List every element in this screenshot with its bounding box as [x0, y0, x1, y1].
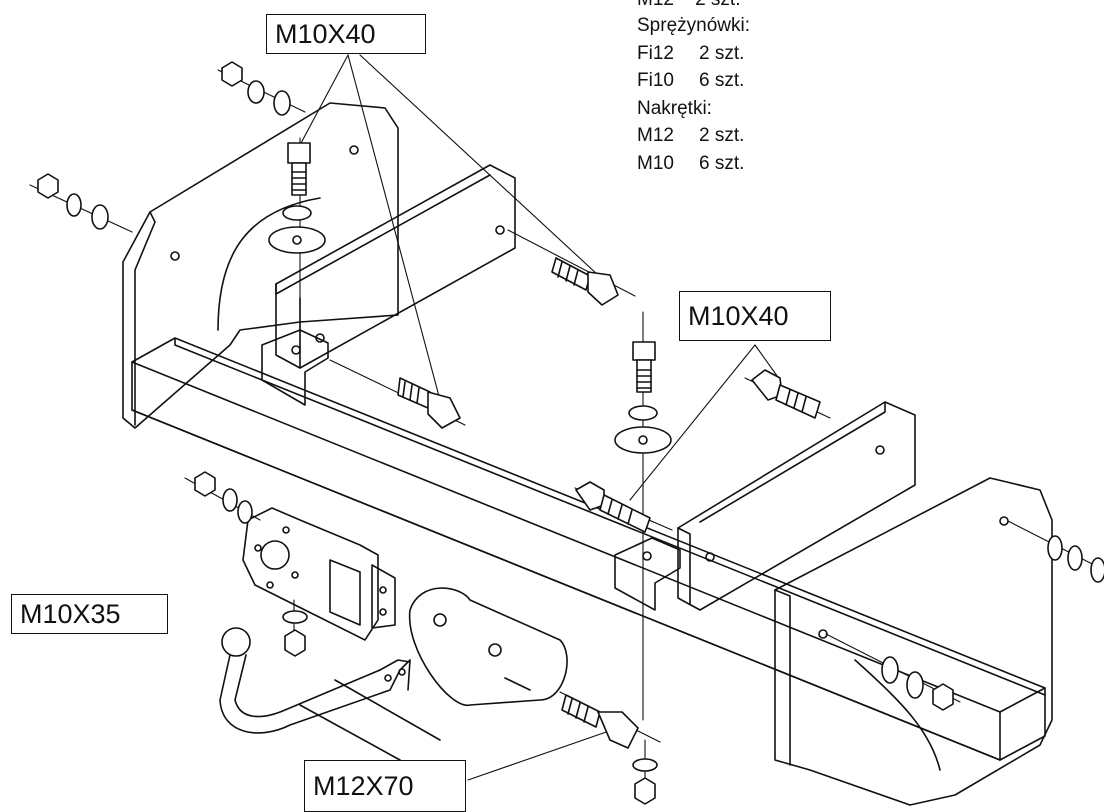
right-mounting-plate — [774, 477, 1053, 806]
parts-row: Fi12 2 szt. — [637, 40, 750, 68]
part-name: M12 — [637, 125, 674, 146]
washer-nut-bottom — [632, 758, 658, 805]
parts-group-nuts: Nakrętki: M12 2 szt. M10 6 szt. — [637, 95, 750, 178]
washers-right — [1047, 535, 1104, 583]
socket-plate — [242, 507, 379, 641]
part-qty: 6 szt. — [699, 152, 745, 174]
part-name: Fi12 — [637, 42, 674, 64]
left-channel-bracket — [275, 164, 516, 369]
part-qty: 2 szt. — [699, 42, 745, 64]
parts-row: M10 6 szt. — [637, 150, 750, 178]
washer-nut-hitch — [282, 610, 308, 657]
bolt-top-left — [287, 142, 311, 196]
parts-row: Fi10 6 szt. — [637, 67, 750, 95]
bolt-bottom — [561, 694, 639, 749]
parts-group-spring-washers: Sprężynówki: Fi12 2 szt. Fi10 6 szt. — [637, 12, 750, 95]
label-bolt-top-left: M10X40 — [266, 14, 426, 54]
bolt-left-horizontal — [397, 377, 461, 429]
label-bolt-bottom: M12X70 — [304, 760, 466, 812]
washers-left-hitch — [194, 471, 253, 524]
part-qty: 6 szt. — [699, 70, 745, 91]
tow-ball — [221, 627, 251, 657]
main-beam — [131, 337, 1046, 761]
washers-far-left — [37, 173, 109, 230]
parts-group-heading: Nakrętki: — [637, 97, 712, 119]
bolt-center-vertical — [632, 341, 656, 393]
bolt-right-horizontal — [751, 369, 821, 419]
washers-right-lower — [881, 656, 954, 711]
washers-top-left — [221, 61, 291, 116]
parts-group-heading: Sprężynówki: — [637, 15, 750, 36]
label-bolt-top-right: M10X40 — [679, 291, 831, 341]
left-mounting-plate — [122, 102, 399, 429]
parts-list-partial-row: M12 2 szt. — [637, 0, 750, 12]
label-bolt-left: M10X35 — [11, 594, 168, 634]
bolt-center-horizontal — [575, 481, 651, 533]
part-name: Fi10 — [637, 70, 674, 91]
parts-row: M12 2 szt. — [637, 122, 750, 150]
parts-list: M12 2 szt. Sprężynówki: Fi12 2 szt. Fi10 6… — [637, 0, 750, 177]
washers-center — [614, 405, 672, 454]
washers-top-center — [268, 205, 326, 254]
part-qty: 2 szt. — [699, 125, 745, 146]
part-name: M10 — [637, 152, 674, 174]
